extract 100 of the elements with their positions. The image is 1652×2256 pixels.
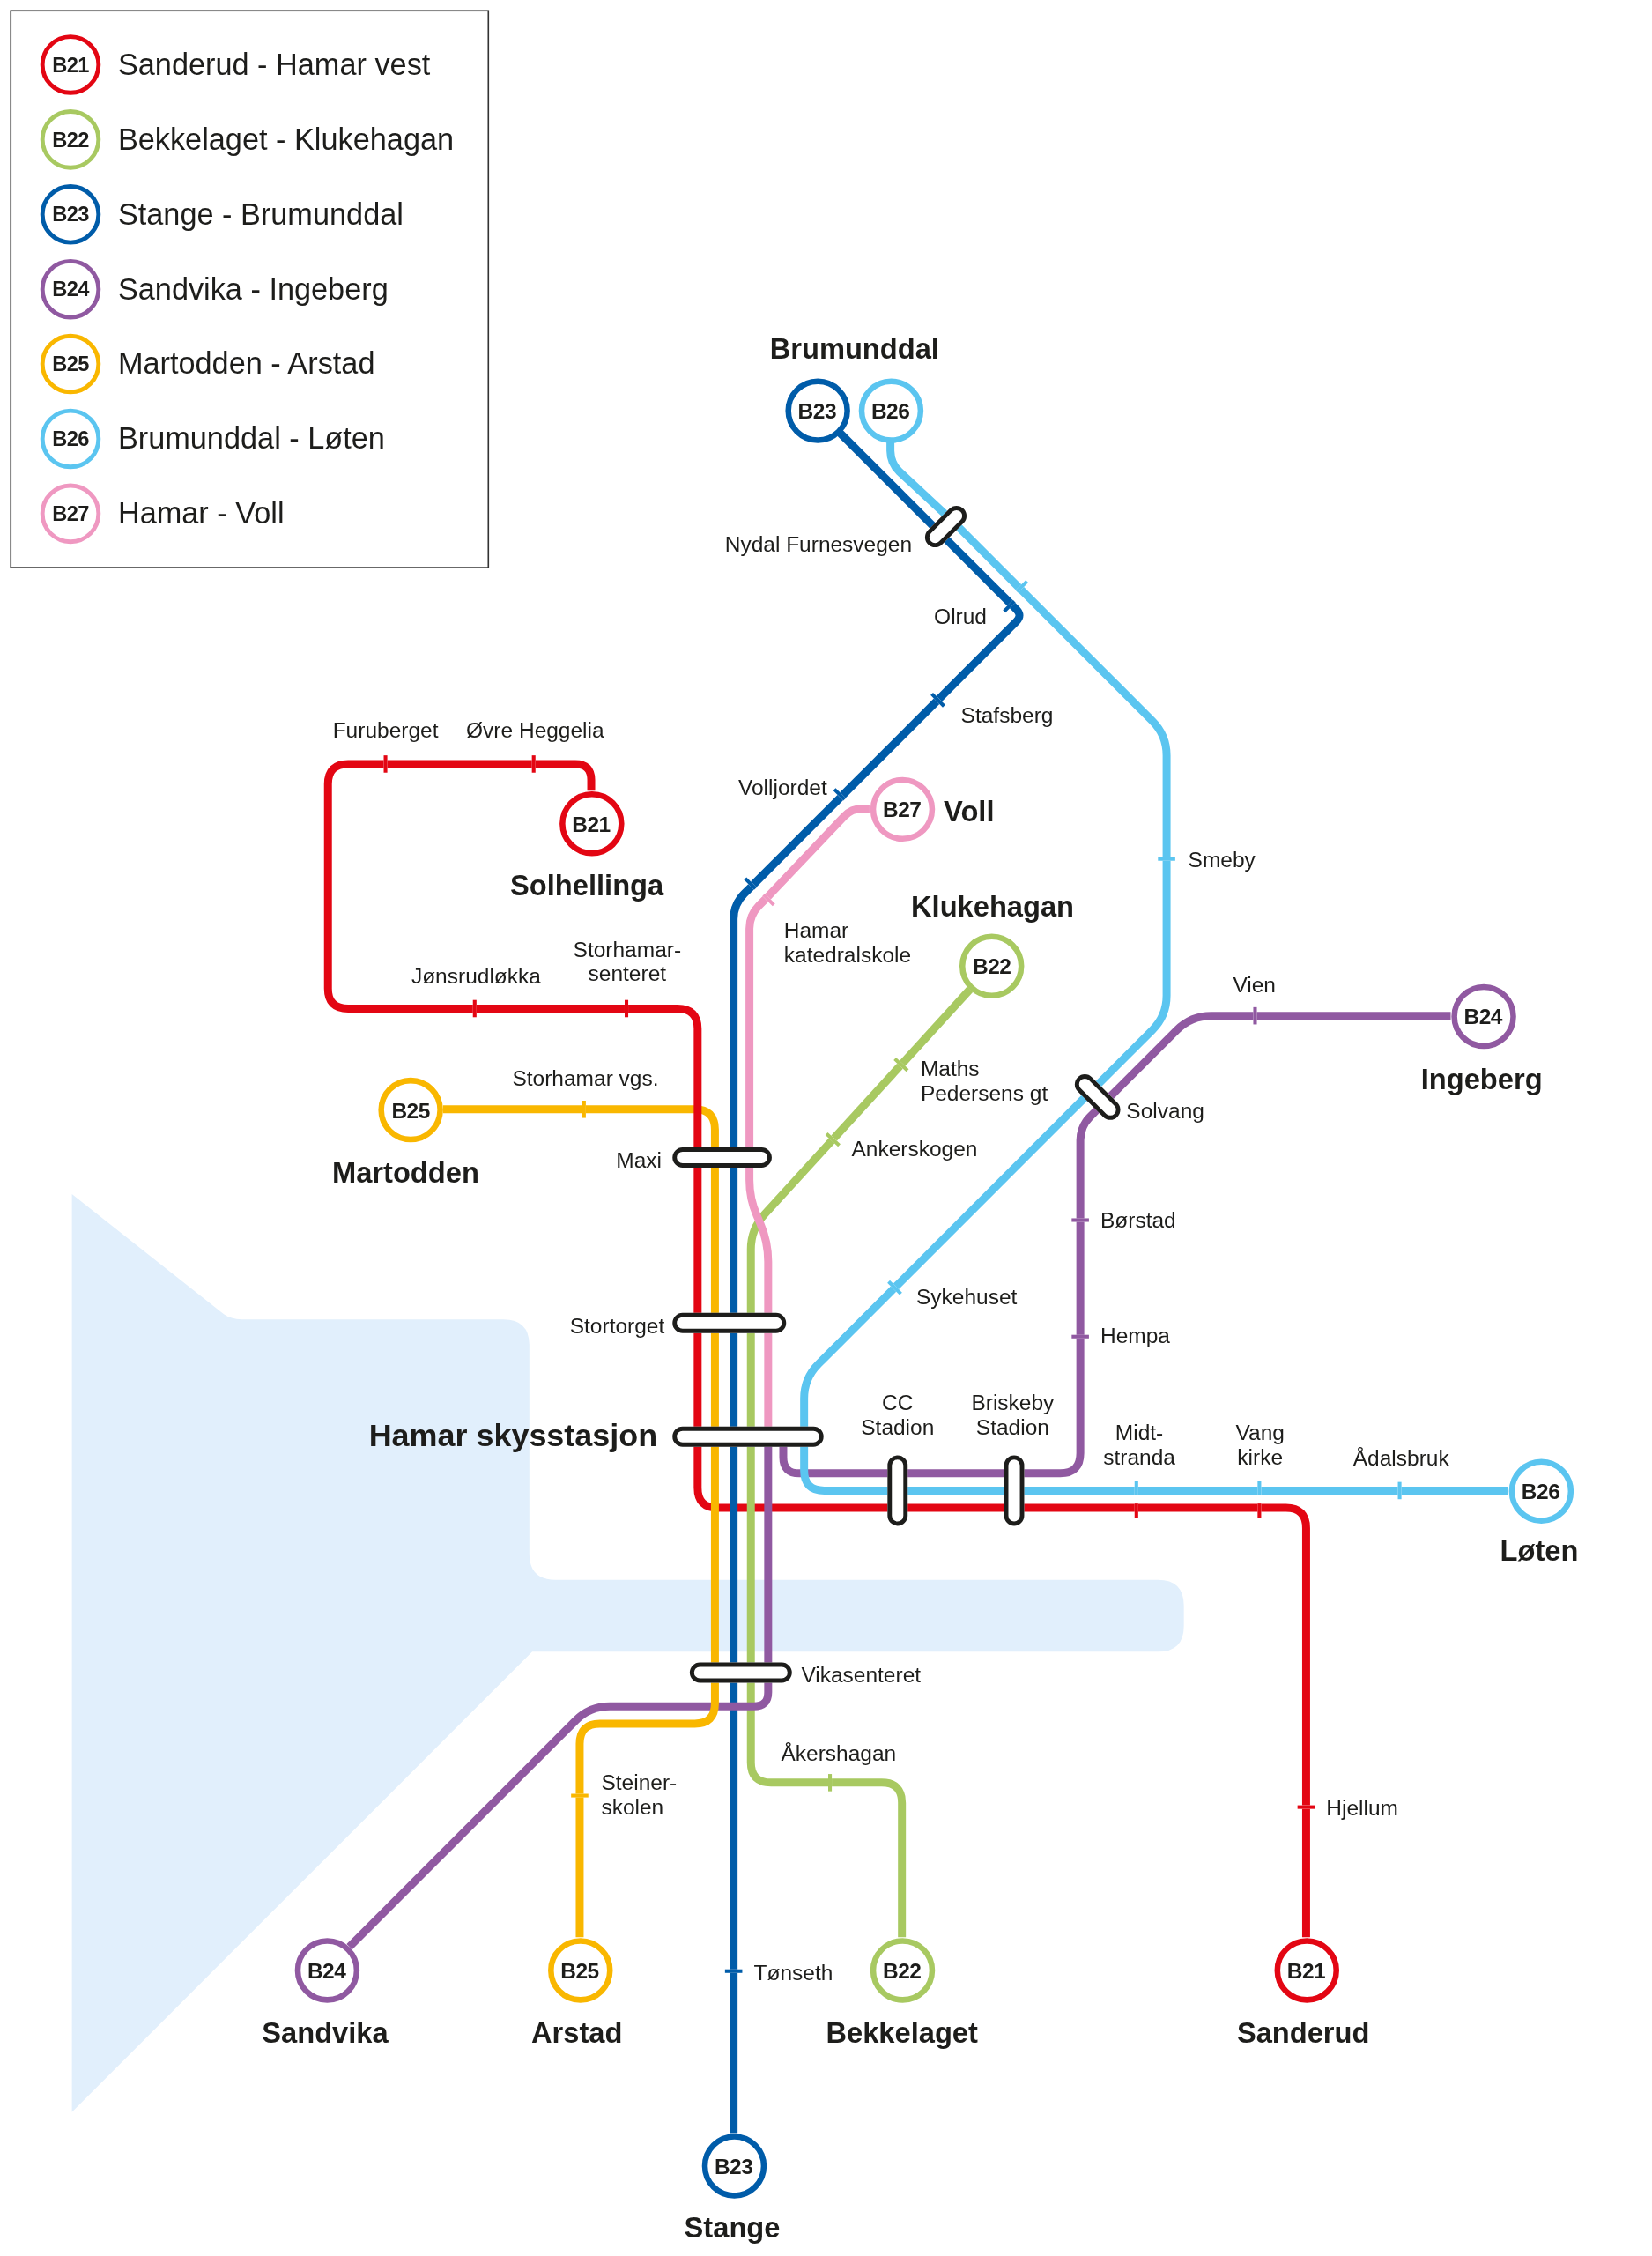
stop-name: Smeby: [1188, 846, 1256, 872]
stop-tick: [828, 1774, 833, 1792]
route-line: [730, 1446, 738, 1663]
route-line: [730, 1332, 738, 1427]
terminus-name: Sanderud: [1236, 2017, 1370, 2049]
stop-name: Briskeby Stadion: [970, 1390, 1056, 1439]
terminus-name: Martodden: [331, 1156, 479, 1189]
route-line: [779, 1446, 888, 1478]
stop-name: Tønseth: [753, 1960, 833, 1985]
terminus-name: Sandvika: [262, 2017, 389, 2049]
route-line: [893, 1095, 1087, 1289]
stop-name: Hempa: [1100, 1323, 1170, 1347]
route-line: [1024, 1486, 1135, 1495]
stop-tick: [1397, 1481, 1402, 1500]
stop-name: Midt- stranda: [1102, 1420, 1176, 1469]
route-line: [745, 1167, 773, 1313]
route-line: [907, 1503, 1004, 1512]
stop-tick: [1003, 599, 1016, 613]
stop-name: Hamar katedralskole: [783, 917, 913, 968]
route-line: [730, 1972, 738, 2134]
stop-tick: [1297, 1805, 1315, 1809]
stop-tick: [724, 1969, 743, 1973]
stop-tick: [930, 692, 945, 708]
route-line: [956, 524, 1022, 590]
route-line: [832, 1778, 907, 1938]
station-marker: [1004, 1455, 1025, 1526]
stop-name: Storhamar vgs.: [512, 1065, 659, 1090]
route-line: [1024, 1503, 1135, 1512]
route-line: [765, 805, 870, 900]
stop-tick: [1158, 857, 1175, 861]
stop-name: Åkershagan: [781, 1740, 897, 1765]
route-line: [346, 1682, 773, 1950]
route-line: [585, 1105, 719, 1148]
terminus-marker: B22: [869, 1937, 935, 2002]
terminus-name: Stange: [684, 2211, 781, 2244]
stop-tick: [625, 999, 629, 1018]
stop-tick: [833, 788, 846, 801]
route-line: [1137, 1503, 1258, 1512]
route-line: [944, 537, 1013, 606]
route-line: [535, 760, 596, 791]
stop-tick: [744, 877, 757, 890]
route-line: [746, 1332, 755, 1427]
route-name: Sanderud - Hamar vest: [117, 47, 431, 83]
station-marker: [689, 1662, 792, 1683]
station-marker: [672, 1147, 772, 1168]
terminus-marker: B27: [869, 776, 935, 842]
stop-name: Maxi: [616, 1147, 662, 1172]
route-line: [1024, 1338, 1085, 1478]
route-name: Bekkelaget - Klukehagan: [117, 122, 455, 157]
route-line: [710, 1332, 719, 1427]
stop-tick: [472, 999, 477, 1018]
route-line: [907, 1469, 1004, 1478]
route-line: [1261, 1486, 1398, 1495]
route-line: [575, 1797, 584, 1938]
stop-name: Vang kirke: [1234, 1420, 1285, 1469]
terminus-marker: B26: [1508, 1458, 1574, 1524]
terminus-marker: B21: [1273, 1937, 1339, 2002]
stop-tick: [1253, 1006, 1257, 1025]
route-line: [764, 1332, 773, 1427]
terminus-name: Arstad: [530, 2017, 623, 2049]
terminus-marker: B24: [1450, 983, 1515, 1049]
route-badge: B23: [40, 184, 101, 245]
route-name: Brumunddal - Løten: [117, 421, 385, 456]
terminus-marker: B26: [857, 377, 923, 443]
route-line: [693, 1167, 702, 1313]
stop-name: Jønsrudløkka: [411, 963, 541, 988]
route-badge: B26: [40, 408, 101, 470]
terminus-marker: B24: [293, 1937, 359, 2002]
route-badge: B21: [40, 34, 101, 95]
route-line: [746, 1138, 835, 1313]
stop-tick: [1134, 1480, 1138, 1518]
terminus-name: Bekkelaget: [826, 2017, 978, 2049]
route-line: [387, 760, 532, 768]
stop-name: CC Stadion: [860, 1390, 936, 1439]
route-line: [730, 1682, 738, 1970]
stop-name: Hamar skysstasjon: [368, 1418, 658, 1453]
stop-tick: [1257, 1480, 1262, 1518]
route-line: [1076, 1221, 1085, 1335]
stop-name: Vikasenteret: [801, 1662, 922, 1688]
station-marker: [672, 1312, 787, 1333]
route-line: [710, 1446, 719, 1663]
terminus-marker: B25: [547, 1937, 612, 2002]
route-line: [837, 430, 936, 529]
stop-name: Hjellum: [1326, 1794, 1398, 1820]
route-line: [1261, 1503, 1310, 1806]
stop-name: Vien: [1233, 971, 1276, 997]
route-line: [1256, 1012, 1451, 1020]
stop-name: Storhamar- senteret: [572, 936, 683, 986]
stop-tick: [582, 1101, 586, 1118]
stop-name: Volljordet: [738, 775, 827, 799]
route-line: [442, 1105, 582, 1114]
terminus-name: Voll: [944, 795, 995, 827]
route-line: [323, 760, 473, 1013]
route-line: [886, 442, 948, 517]
stop-tick: [571, 1793, 589, 1798]
route-line: [693, 1446, 888, 1512]
route-line: [745, 896, 768, 1148]
stop-name: Furuberget: [332, 716, 439, 742]
stop-name: Maths Pedersens gt: [920, 1056, 1049, 1105]
route-line: [936, 602, 1024, 701]
